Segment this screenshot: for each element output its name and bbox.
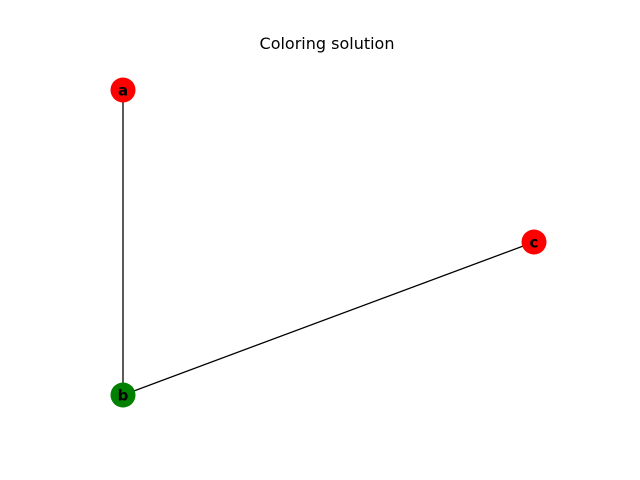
edge-b-c [122,241,535,396]
diagram-title: Coloring solution [260,34,395,53]
node-a-label: a [118,82,128,100]
node-b-label: b [118,387,129,405]
node-c: c [521,229,547,255]
nodes: a b c [110,77,547,408]
edges [122,90,535,396]
node-a-circle [110,77,136,103]
node-b-circle [110,382,136,408]
node-b: b [110,382,136,408]
node-a: a [110,77,136,103]
node-c-label: c [530,234,539,252]
node-c-circle [521,229,547,255]
